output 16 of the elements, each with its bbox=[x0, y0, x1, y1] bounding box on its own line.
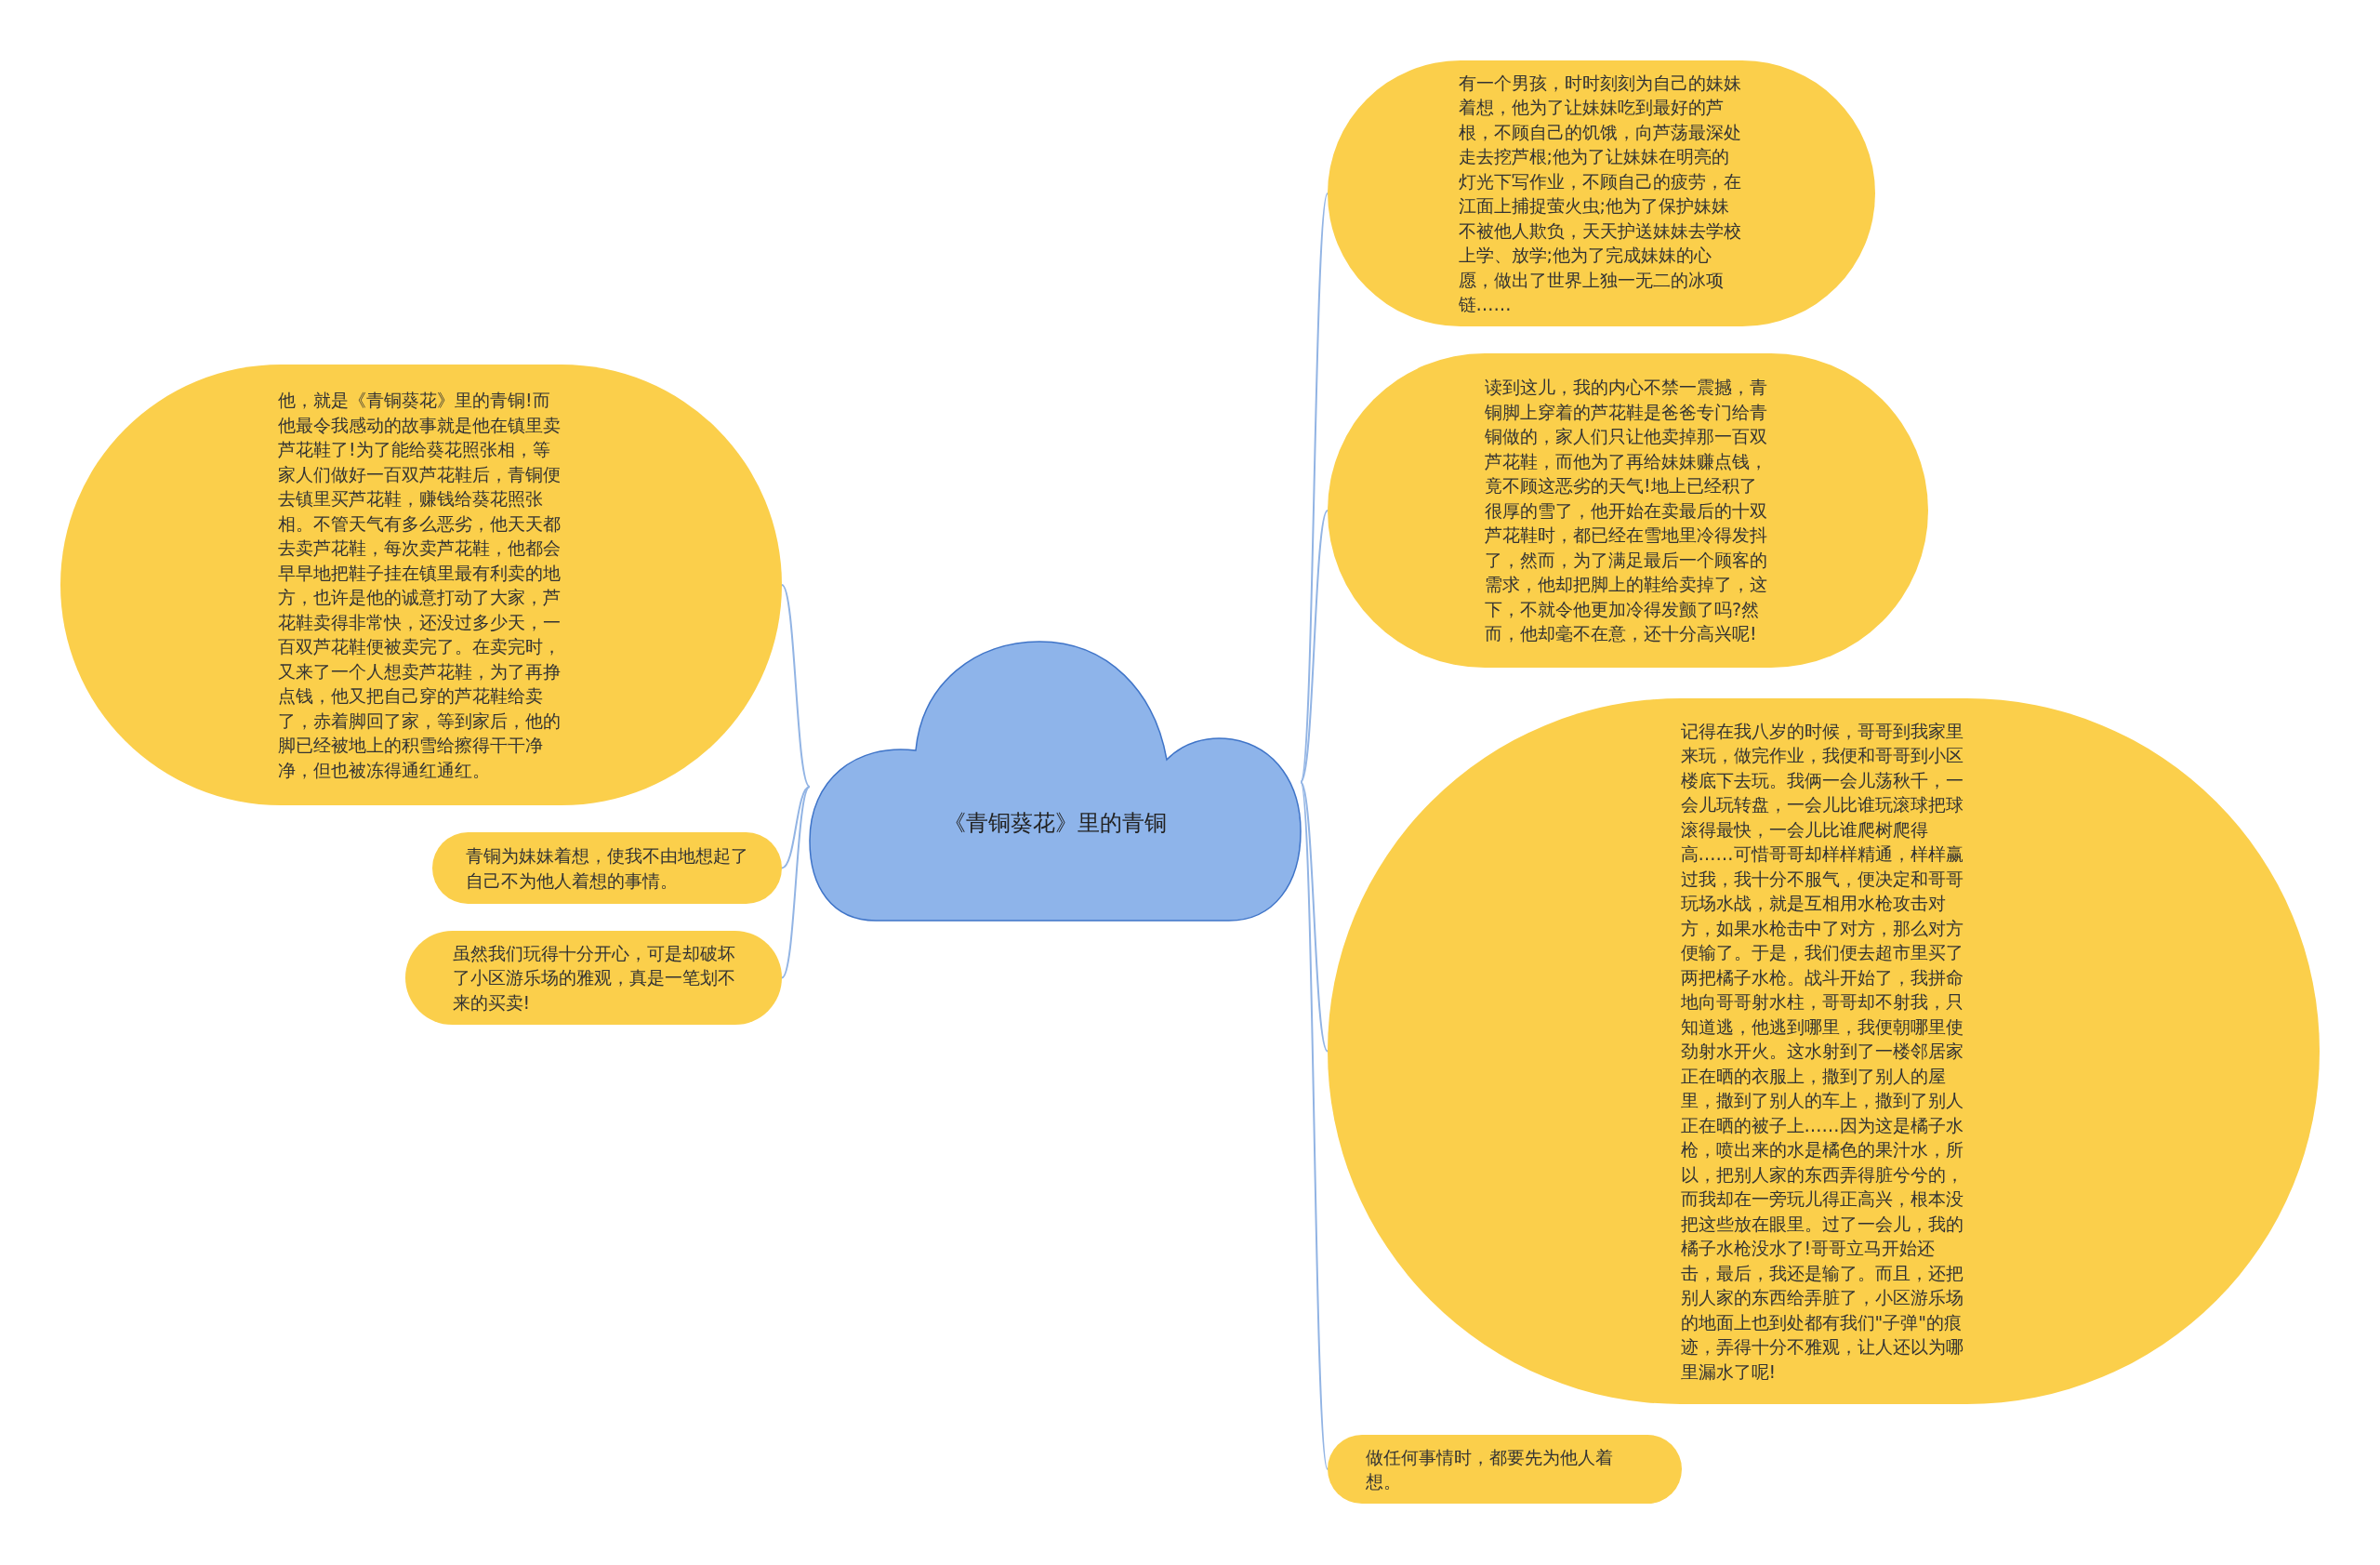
topic-title: 《青铜葵花》里的青铜 bbox=[943, 810, 1168, 836]
connector-line bbox=[1300, 781, 1329, 1053]
paragraph: 他，就是《青铜葵花》里的青铜!而他最令我感动的故事就是他在镇里卖芦花鞋了!为了能给葵花照张相，等家人们做好一百双芦花鞋后，青铜便去镇里买芦花鞋，赚钱给葵花照张相。不管天气有多么恶劣，他天天都去卖芦花鞋，每次卖芦花鞋，他都会早早地把鞋子挂在镇里最有利卖的地方，也许是他的诚意打动了大家，芦花鞋卖得非常快，还没过多少天，一百双芦花鞋便被卖完了。在卖完时，又来了一个人想卖芦花鞋，为了再挣点钱，他又把自己穿的芦花鞋给卖了，赤着脚回了家，等到家后，他的脚已经被地上的积雪给擦得干干净净，但也被冻得通红通红。 bbox=[278, 389, 562, 782]
paragraph: 虽然我们玩得十分开心，可是却破坏了小区游乐场的雅观，真是一笔划不来的买卖! bbox=[452, 941, 735, 1015]
connector-line bbox=[781, 786, 811, 869]
paragraph: 有一个男孩，时时刻刻为自己的妹妹着想，他为了让妹妹吃到最好的芦根，不顾自己的饥饿，向芦荡最深处走去挖芦根;他为了让妹妹在明亮的灯光下写作业，不顾自己的疲劳，在江面上捕捉萤火虫;他为了保护妹妹不被他人欺负，天天护送妹妹去学校上学、放学;他为了完成妹妹的心愿，做出了世界上独一无二的冰项链…… bbox=[1458, 71, 1742, 316]
paragraph: 读到这儿，我的内心不禁一震撼，青铜脚上穿着的芦花鞋是爸爸专门给青铜做的，家人们只让他卖掉那一百双芦花鞋，而他为了再给妹妹赚点钱，竟不顾这恶劣的天气!地上已经积了很厚的雪了，他开始在卖最后的十双芦花鞋时，都已经在雪地里冷得发抖了，然而，为了满足最后一个顾客的需求，他却把脚上的鞋给卖掉了，这下，不就令他更加冷得发颤了吗?然而，他却毫不在意，还十分高兴呢! bbox=[1485, 376, 1768, 646]
connector-line bbox=[1300, 510, 1329, 783]
connector-line bbox=[1300, 781, 1329, 1470]
paragraph: 记得在我八岁的时候，哥哥到我家里来玩，做完作业，我便和哥哥到小区楼底下去玩。我俩一会儿荡秋千，一会儿玩转盘，一会儿比谁玩滚球把球滚得最快，一会儿比谁爬树爬得高……可惜哥哥却样样精通，样样赢过我，我十分不服气，便决定和哥哥玩场水战，就是互相用水枪攻击对方，如果水枪击中了对方，那么对方便输了。于是，我们便去超市里买了两把橘子水枪。战斗开始了，我拼命地向哥哥射水柱，哥哥却不射我，只知道逃，他逃到哪里，我便朝哪里使劲射水开火。这水射到了一楼邻居家正在晒的衣服上，撒到了别人的屋里，撒到了别人的车上，撒到了别人正在晒的被子上……因为这是橘子水枪，喷出来的水是橘色的果汁水，所以，把别人家的东西弄得脏兮兮的，而我却在一旁玩儿得正高兴，根本没把这些放在眼里。过了一会儿，我的橘子水枪没水了!哥哥立马开始还击，最后，我还是输了。而且，还把别人家的东西给弄脏了，小区游乐场的地面上也到处都有我们"子弹"的痕迹，弄得十分不雅观，让人还以为哪里漏水了呢! bbox=[1680, 719, 1964, 1384]
connector-line bbox=[781, 786, 811, 979]
connector-line bbox=[781, 584, 811, 788]
paragraph: 青铜为妹妹着想，使我不由地想起了自己不为他人着想的事情。 bbox=[466, 844, 748, 893]
text-bubble bbox=[1328, 1435, 1682, 1504]
paragraph: 做任何事情时，都要先为他人着想。 bbox=[1365, 1445, 1614, 1493]
cloud-shape bbox=[809, 641, 1302, 922]
